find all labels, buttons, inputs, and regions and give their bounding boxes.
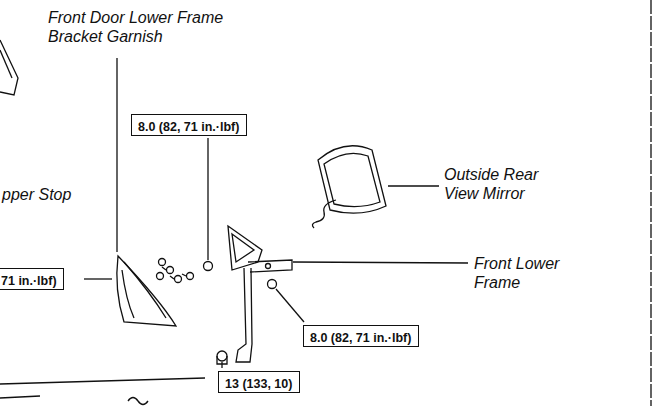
torque-box: 8.0 (82, 71 in.·lbf) [131, 114, 247, 136]
torque-box: 13 (133, 10) [218, 371, 300, 393]
leader-line [207, 138, 208, 260]
torque-value: 13 (133, 10) [225, 376, 292, 392]
torque-value: 8.0 (82, 71 in.·lbf) [138, 119, 239, 135]
leader-line [116, 58, 117, 252]
garnish-part [124, 262, 166, 318]
torque-box: 71 in.·lbf) [0, 268, 64, 290]
torque-box: 8.0 (82, 71 in.·lbf) [303, 325, 419, 347]
bolt [167, 267, 174, 274]
bolt [268, 280, 277, 289]
part-name: Front Door Lower Frame Bracket Garnish [48, 8, 248, 46]
part-name: Front Lower Frame [474, 254, 584, 292]
bolt [159, 259, 166, 266]
leader-line [84, 278, 112, 279]
door-outline [128, 398, 148, 405]
bolt [187, 273, 194, 280]
partial-part [0, 50, 12, 78]
frame-part [266, 264, 271, 269]
bolt [157, 273, 164, 280]
leader-line [276, 289, 304, 322]
door-outline [0, 396, 40, 398]
garnish-part [122, 270, 134, 318]
bolt [162, 267, 186, 279]
garnish-part [117, 256, 176, 326]
frame-part [236, 268, 252, 362]
bolt [175, 276, 182, 283]
leader-line [388, 185, 439, 186]
part-name: pper Stop [2, 185, 71, 204]
part-name: Outside Rear View Mirror [444, 165, 564, 203]
leader-line [221, 362, 222, 368]
torque-value: 8.0 (82, 71 in.·lbf) [310, 330, 411, 346]
bolt [217, 351, 227, 361]
torque-value: 71 in.·lbf) [1, 273, 57, 289]
mirror-part [324, 153, 380, 206]
frame-border [650, 0, 651, 406]
mirror-cable [312, 200, 336, 228]
frame-part [228, 226, 262, 270]
leader-line [293, 262, 468, 263]
frame-part [232, 234, 254, 262]
frame-part [248, 260, 292, 272]
bolt [204, 262, 213, 271]
door-outline [0, 378, 205, 384]
partial-part [0, 40, 18, 95]
